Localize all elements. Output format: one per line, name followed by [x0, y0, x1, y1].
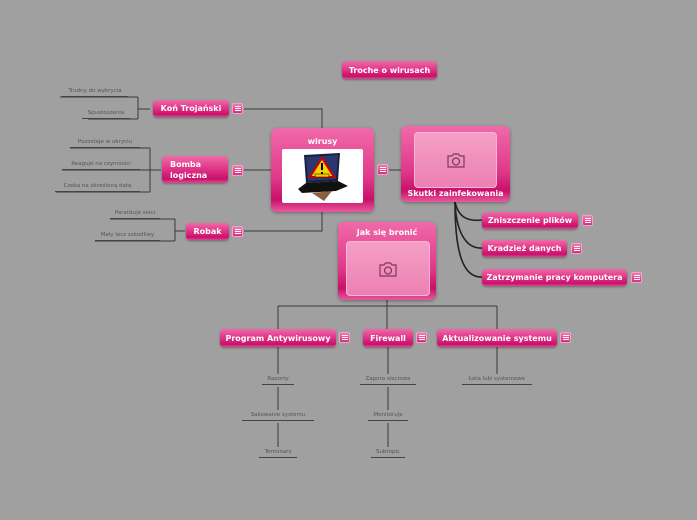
effects-topic[interactable]: Skutki zainfekowania — [401, 126, 510, 202]
effect-item-1[interactable]: Zniszczenie plików — [482, 212, 578, 229]
subtopic[interactable]: Monitoruje — [368, 412, 408, 421]
branch-label: Robak — [193, 227, 222, 236]
effects-image-placeholder — [414, 132, 497, 188]
subtopic[interactable]: Terminarz — [259, 449, 297, 458]
connector-effect-2 — [454, 201, 483, 249]
connector-effect-3 — [454, 201, 483, 278]
effect-label: Zatrzymanie pracy komputera — [486, 273, 623, 282]
laptop-virus-icon — [298, 153, 348, 201]
branch-label: Koń Trojański — [160, 104, 222, 113]
menu-icon-robak[interactable] — [232, 226, 243, 237]
defense-branch-firewall[interactable]: Firewall — [363, 329, 413, 347]
map-title-topic[interactable]: Troche o wirusach — [342, 61, 437, 79]
camera-icon — [379, 261, 397, 277]
camera-icon — [446, 153, 465, 168]
branch-label: Program Antywirusowy — [225, 333, 331, 343]
defense-branch-aktualizowanie[interactable]: Aktualizowanie systemu — [437, 329, 557, 347]
subtopic[interactable]: Spustoszenia — [82, 110, 130, 119]
map-title-label: Troche o wirusach — [348, 65, 431, 75]
subtopic[interactable]: Zapora sieciowa — [360, 376, 416, 385]
effect-label: Zniszczenie plików — [487, 216, 573, 225]
effect-item-3[interactable]: Zatrzymanie pracy komputera — [482, 269, 627, 286]
subtopic[interactable]: Czeka na określoną datę — [55, 183, 140, 192]
branch-label: Firewall — [370, 333, 406, 343]
subtopic[interactable]: Subtopic — [371, 449, 405, 458]
branch-kon-trojanski[interactable]: Koń Trojański — [153, 100, 229, 117]
connector-robak — [244, 211, 323, 232]
subtopic[interactable]: Raporty — [262, 376, 294, 385]
connector-effect-1 — [454, 201, 483, 222]
connector-trojan — [244, 108, 323, 129]
menu-icon-aktualizowanie[interactable] — [560, 332, 571, 343]
subtopic[interactable]: Łata luki systemowe — [462, 376, 532, 385]
subtopic[interactable]: Reaguje na czynności — [62, 161, 140, 170]
effect-item-2[interactable]: Kradzież danych — [482, 240, 567, 257]
subtopic[interactable]: Paraliżuje sieci — [110, 210, 160, 219]
effects-title: Skutki zainfekowania — [407, 189, 504, 198]
menu-icon-effect-3[interactable] — [631, 272, 642, 283]
menu-icon-effect-1[interactable] — [582, 215, 593, 226]
central-topic-menu-icon[interactable] — [377, 164, 388, 175]
laptop-virus-image — [282, 149, 363, 203]
defense-topic[interactable]: Jak się bronić — [338, 222, 436, 300]
branch-bomba-logiczna[interactable]: Bomba logiczna — [162, 156, 228, 183]
branch-robak[interactable]: Robak — [186, 223, 229, 240]
defense-image-placeholder — [346, 241, 430, 296]
defense-title: Jak się bronić — [356, 228, 418, 237]
subtopic[interactable]: Trudny do wykrycia — [62, 88, 128, 97]
central-topic[interactable]: wirusy — [271, 128, 374, 212]
central-topic-title: wirusy — [307, 137, 338, 146]
subtopic[interactable]: Sakowanie systemu — [242, 412, 314, 421]
effect-label: Kradzież danych — [487, 244, 562, 253]
menu-icon-firewall[interactable] — [416, 332, 427, 343]
subtopic[interactable]: Pozostaje w ukryciu — [70, 139, 140, 148]
menu-icon-kon-trojanski[interactable] — [232, 103, 243, 114]
subtopic[interactable]: Mały lecz szkodliwy — [95, 232, 160, 241]
menu-icon-antywirus[interactable] — [339, 332, 350, 343]
branch-label: Bomba logiczna — [170, 159, 208, 180]
menu-icon-bomba-logiczna[interactable] — [232, 165, 243, 176]
menu-icon-effect-2[interactable] — [571, 243, 582, 254]
defense-branch-antywirus[interactable]: Program Antywirusowy — [220, 329, 336, 347]
branch-label: Aktualizowanie systemu — [442, 333, 552, 343]
